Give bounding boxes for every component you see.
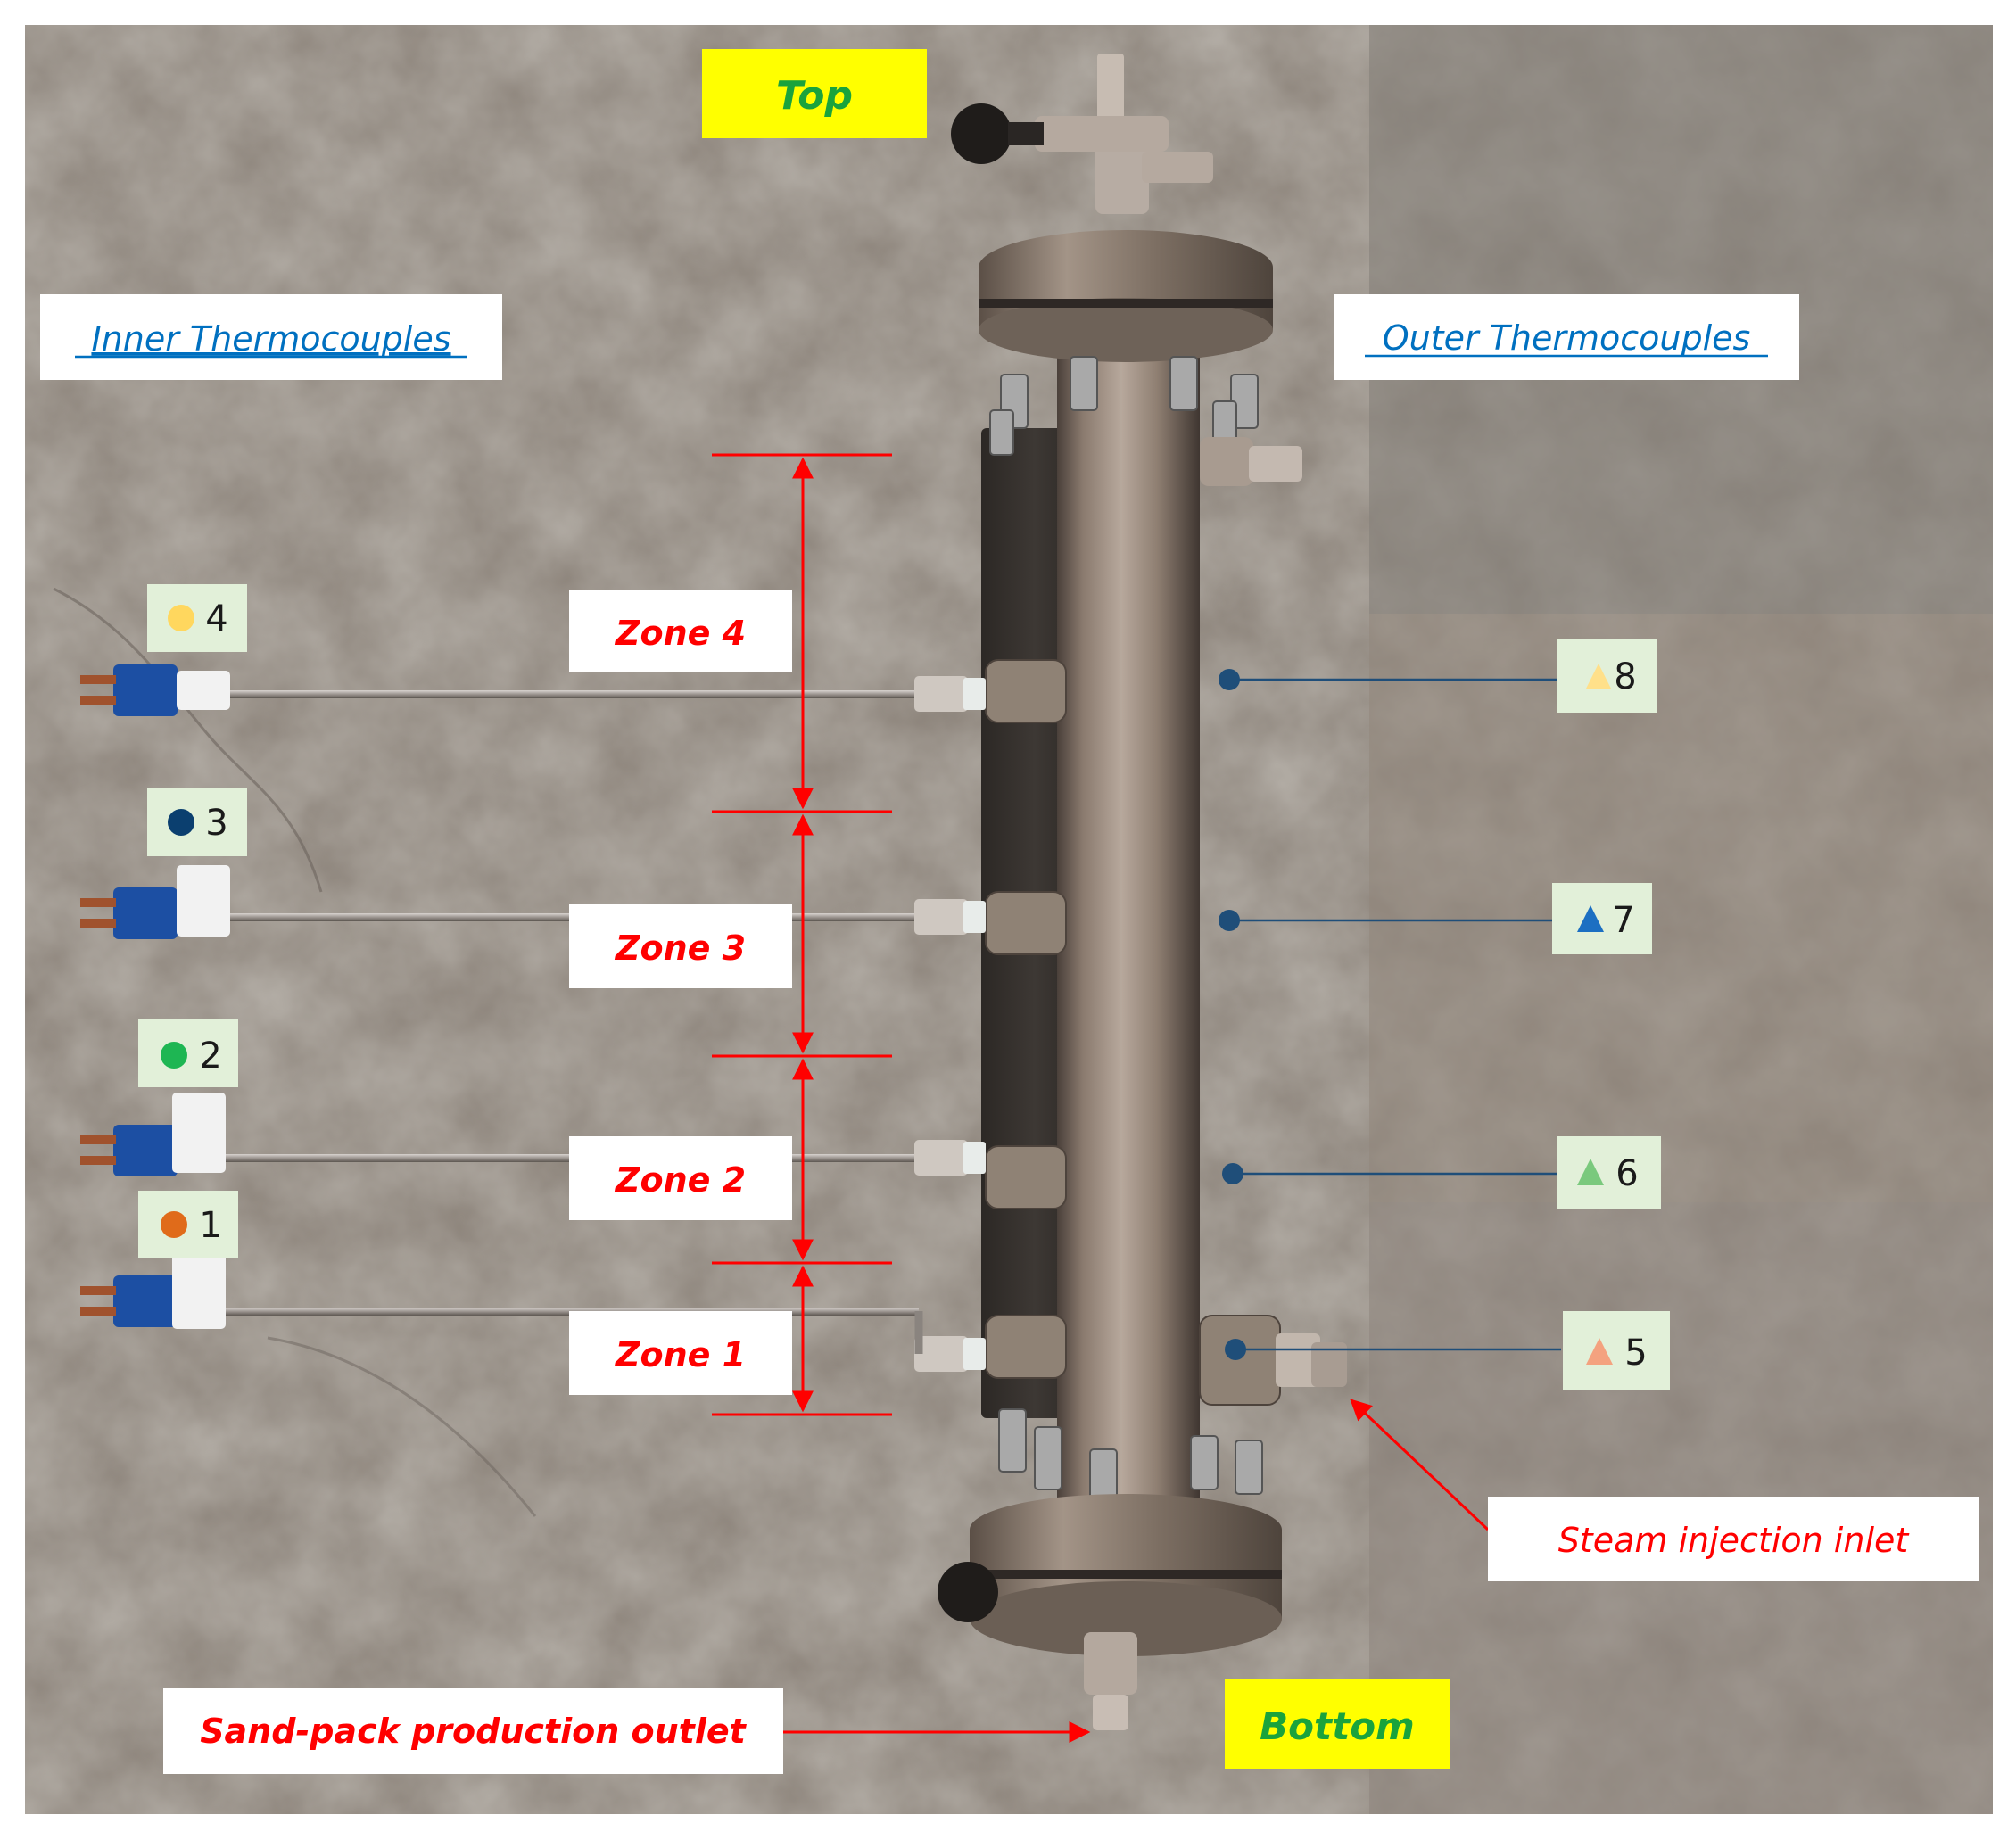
inner-marker-1-dot [161, 1211, 187, 1238]
steam-inlet-text: Steam injection inlet [1558, 1521, 1911, 1560]
outer-marker-5: 5 [1563, 1311, 1670, 1390]
outer-thermocouples-header: Outer Thermocouples [1334, 294, 1799, 380]
inner-thermocouples-header: Inner Thermocouples [40, 294, 502, 380]
zone-2-text: Zone 2 [615, 1160, 746, 1200]
top-label-text: Top [776, 73, 853, 119]
outer-leader-6 [1222, 1163, 1557, 1184]
outer-leader-7 [1219, 910, 1552, 931]
outer-marker-8: 8 [1557, 639, 1657, 713]
inner-thermocouples-text: Inner Thermocouples [91, 319, 450, 359]
outer-marker-7-text: 7 [1612, 900, 1634, 941]
thermocouple-probe-1 [80, 1249, 986, 1372]
outlet-label: Sand-pack production outlet [163, 1688, 783, 1774]
zone-1-label: Zone 1 [569, 1311, 792, 1395]
inner-marker-4: 4 [147, 584, 247, 652]
outer-marker-6: 6 [1557, 1136, 1661, 1209]
zone-3-text: Zone 3 [615, 928, 746, 968]
outer-marker-7: 7 [1552, 883, 1652, 954]
zone-1-text: Zone 1 [615, 1335, 746, 1374]
outer-marker-6-triangle [1577, 1159, 1604, 1185]
inner-marker-1-text: 1 [199, 1205, 221, 1246]
zone-dimensions [712, 453, 892, 1416]
inner-marker-3-dot [168, 809, 194, 836]
thermocouple-probe-3 [80, 865, 986, 939]
outer-marker-7-triangle [1577, 905, 1604, 932]
bottom-label: Bottom [1225, 1679, 1450, 1769]
thermocouple-probe-2 [80, 1093, 986, 1176]
outer-thermocouples-text: Outer Thermocouples [1383, 318, 1751, 358]
outer-marker-8-text: 8 [1614, 656, 1636, 697]
inner-marker-2-dot [161, 1042, 187, 1069]
outer-marker-6-text: 6 [1615, 1153, 1638, 1194]
inner-marker-3-text: 3 [205, 803, 227, 844]
outer-marker-5-text: 5 [1624, 1333, 1647, 1374]
steam-inlet-arrow [1350, 1399, 1490, 1531]
steam-inlet-label: Steam injection inlet [1488, 1497, 1979, 1581]
thermocouple-probe-4 [80, 664, 986, 716]
zone-4-text: Zone 4 [615, 614, 746, 653]
zone-3-label: Zone 3 [569, 904, 792, 988]
outer-leader-5 [1225, 1339, 1561, 1360]
inner-marker-4-text: 4 [205, 598, 227, 639]
inner-marker-1: 1 [138, 1191, 238, 1258]
zone-4-label: Zone 4 [569, 590, 792, 672]
inner-marker-2: 2 [138, 1019, 238, 1087]
sand-pack-vessel [938, 54, 1347, 1730]
inner-marker-4-dot [168, 605, 194, 631]
outlet-text: Sand-pack production outlet [200, 1712, 747, 1751]
outer-marker-8-triangle [1586, 664, 1611, 689]
outer-leaders [1219, 669, 1561, 1360]
inner-marker-3: 3 [147, 788, 247, 856]
inner-marker-2-text: 2 [199, 1036, 221, 1077]
top-label: Top [702, 49, 927, 138]
outer-marker-5-triangle [1586, 1338, 1613, 1365]
thermocouple-rods [80, 664, 986, 1372]
bottom-label-text: Bottom [1260, 1704, 1415, 1748]
outer-leader-8 [1219, 669, 1557, 690]
zone-2-label: Zone 2 [569, 1136, 792, 1220]
callout-arrows [783, 1399, 1490, 1743]
